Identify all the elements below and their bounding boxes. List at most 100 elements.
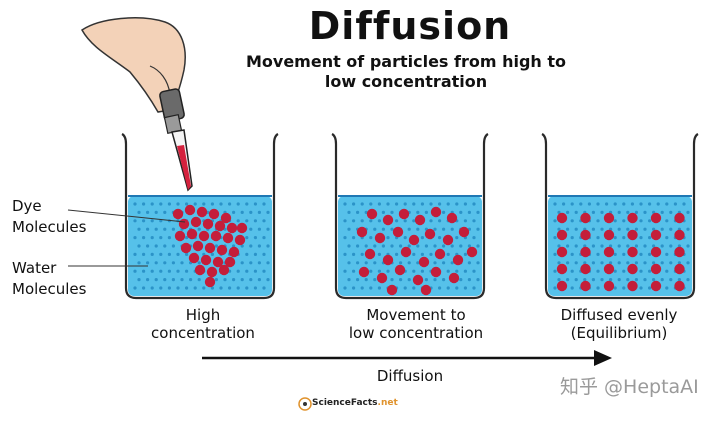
beaker-2-water-molecule (416, 227, 420, 231)
beaker-3-water-molecule (596, 219, 600, 223)
beaker-3-water-molecule (609, 278, 613, 282)
beaker-3-water-molecule (648, 252, 652, 256)
beaker-2-water-molecule (377, 269, 381, 273)
beaker-3-water-molecule (617, 261, 621, 265)
beaker-2-water-molecule (424, 278, 428, 282)
beaker-3-dye-molecule (580, 212, 591, 224)
beaker-2-water-molecule (347, 244, 351, 248)
beaker-2-water-molecule (463, 219, 467, 223)
beaker-3-water-molecule (643, 278, 647, 282)
beaker-3-water-molecule (686, 244, 690, 248)
beaker-2-water-molecule (438, 236, 442, 240)
beaker-2-water-molecule (399, 261, 403, 265)
beaker-3-water-molecule (557, 278, 561, 282)
beaker-1-dye-molecule (210, 230, 222, 242)
beaker-2-water-molecule (343, 202, 347, 206)
beaker-1-water-molecule (245, 252, 249, 256)
beaker-1-water-molecule (249, 278, 253, 282)
beaker-3-water-molecule (677, 261, 682, 265)
beaker-3-water-molecule (656, 202, 660, 206)
beaker-1-water-molecule (137, 261, 141, 265)
beaker-3-water-molecule (648, 202, 652, 206)
beaker-3-dye-molecule (603, 212, 615, 224)
beaker-3-water-molecule (660, 210, 664, 214)
beaker-1-dye-molecule (224, 256, 236, 268)
beaker-3-water-molecule (665, 269, 669, 273)
beaker-3-water-molecule (566, 278, 570, 282)
beaker-2-water-molecule (433, 244, 437, 248)
beaker-3-water-molecule (639, 286, 643, 290)
beaker-2-water-molecule (386, 236, 390, 240)
beaker-2-water-molecule (442, 210, 446, 214)
beaker-2-water-molecule (467, 210, 471, 214)
beaker-3-water-molecule (570, 236, 574, 240)
beaker-3-water-molecule (634, 210, 639, 214)
beaker-3-water-molecule (591, 244, 596, 248)
beaker-2-water-molecule (438, 219, 442, 223)
beaker-1-dye-molecule (196, 206, 208, 218)
beaker-2-water-molecule (369, 236, 373, 240)
beaker-2-water-molecule (369, 219, 373, 223)
beaker-2-water-molecule (360, 252, 364, 256)
beaker-2-water-molecule (463, 202, 467, 206)
beaker-2-water-molecule (352, 202, 356, 206)
beaker-2-water-molecule (390, 227, 394, 231)
beaker-1-water-molecule (146, 244, 150, 248)
beaker-2-dye-molecule (408, 234, 420, 246)
beaker-3-water-molecule (652, 261, 656, 265)
beaker-2-water-molecule (455, 202, 459, 206)
beaker-3-water-molecule (596, 202, 600, 206)
beaker-3-water-molecule (626, 278, 630, 282)
beaker-1-dye-molecule (198, 230, 210, 242)
beaker-1-water-molecule (197, 278, 201, 282)
beaker-2-water-molecule (343, 236, 347, 240)
beaker-3-water-molecule (643, 244, 647, 248)
beaker-2-water-molecule (455, 236, 459, 240)
beaker-3-dye-molecule (556, 212, 568, 224)
beaker-2-water-molecule (438, 202, 442, 206)
beaker-3-water-molecule (591, 210, 596, 214)
beaker-2-water-molecule (352, 252, 356, 256)
beaker-1-water-molecule (253, 286, 257, 290)
beaker-2-water-molecule (377, 252, 381, 256)
beaker-3-dye-molecule (650, 229, 662, 241)
beaker-2-water-molecule (442, 227, 446, 231)
beaker-2-caption: Movement to low concentration (326, 306, 506, 342)
beaker-3-dye-molecule (674, 280, 685, 292)
beaker-3-dye-molecule (650, 263, 662, 275)
beaker-2-dye-molecule (458, 226, 470, 238)
beaker-2-water-molecule (399, 244, 403, 248)
beaker-1-water-molecule (171, 278, 175, 282)
beaker-1-water-molecule (167, 236, 171, 240)
beaker-3-water-molecule (579, 202, 583, 206)
beaker-2-water-molecule (360, 286, 364, 290)
beaker-3-water-molecule (570, 219, 574, 223)
beaker-1-water-molecule (142, 286, 146, 290)
beaker-1-water-molecule (185, 286, 189, 290)
beaker-3-water-molecule (622, 219, 626, 223)
beaker-2-water-molecule (352, 219, 356, 223)
beaker-1-dye-molecule (212, 256, 224, 268)
beaker-2-dye-molecule (382, 214, 394, 226)
beaker-2-dye-molecule (376, 272, 388, 284)
beaker-2-water-molecule (390, 278, 394, 282)
beaker-1-water-molecule (154, 278, 158, 282)
beaker-3-water-molecule (634, 227, 639, 231)
beaker-1-water-molecule (219, 286, 223, 290)
beaker-1-dye-molecule (234, 234, 246, 246)
beaker-3-dye-molecule (650, 246, 662, 258)
beaker-1-water-molecule (146, 210, 150, 214)
beaker-2-dye-molecule (452, 254, 464, 266)
beaker-1-water-molecule (240, 210, 244, 214)
beaker-1-water-molecule (159, 269, 163, 273)
beaker-3-water-molecule (669, 261, 673, 265)
beaker-3-dye-molecule (556, 280, 568, 292)
beaker-3-water-molecule (574, 210, 578, 214)
beaker-3-water-molecule (677, 244, 682, 248)
beaker-1-dye-molecule (218, 264, 230, 276)
beaker-1-water-molecule (171, 244, 175, 248)
beaker-3-caption-line-1: Diffused evenly (560, 306, 678, 324)
beaker-3-dye-molecule (627, 212, 638, 224)
beaker-3-water-molecule (596, 252, 600, 256)
beaker-2-water-molecule (403, 286, 407, 290)
